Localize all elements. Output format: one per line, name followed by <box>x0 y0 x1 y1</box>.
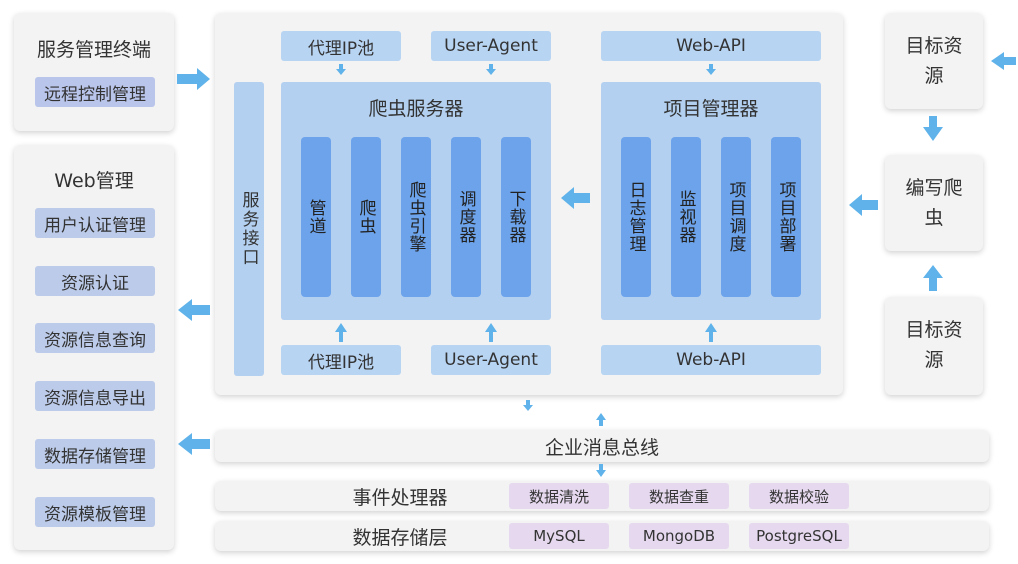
crawler-server-title: 爬虫服务器 <box>368 97 464 120</box>
project-manager-title: 项目管理器 <box>663 97 759 120</box>
module-monitor[interactable]: 监视器 <box>671 137 701 297</box>
web-item-template-manage[interactable]: 资源模板管理 <box>35 497 155 527</box>
target-resource-top-panel <box>885 13 983 109</box>
module-downloader[interactable]: 下载器 <box>501 137 531 297</box>
arrow-down-api-top <box>706 64 716 75</box>
top-proxy-ip-pool[interactable]: 代理IP池 <box>281 31 401 61</box>
web-item-storage-manage[interactable]: 数据存储管理 <box>35 439 155 469</box>
top-user-agent[interactable]: User-Agent <box>431 31 551 61</box>
top-web-api[interactable]: Web-API <box>601 31 821 61</box>
module-project-deploy[interactable]: 项目部署 <box>771 137 801 297</box>
event-item-dedupe[interactable]: 数据查重 <box>629 483 729 509</box>
module-project-schedule[interactable]: 项目调度 <box>721 137 751 297</box>
service-terminal-title: 服务管理终端 <box>36 38 151 61</box>
enterprise-bus-label: 企业消息总线 <box>544 436 659 459</box>
arrow-down-center-bus <box>523 400 533 411</box>
storage-layer-label: 数据存储层 <box>352 526 448 549</box>
arrow-up-target-write <box>923 265 943 291</box>
storage-item-mongodb[interactable]: MongoDB <box>629 523 729 549</box>
module-scheduler[interactable]: 调度器 <box>451 137 481 297</box>
web-item-resource-auth[interactable]: 资源认证 <box>35 266 155 296</box>
target-resource-bottom-panel <box>885 297 983 395</box>
bottom-user-agent[interactable]: User-Agent <box>431 345 551 375</box>
arrow-left-write-center <box>849 194 878 216</box>
arrow-right-terminal <box>177 68 210 90</box>
web-item-resource-export[interactable]: 资源信息导出 <box>35 381 155 411</box>
arrow-up-ua-bottom <box>485 323 497 342</box>
arrow-up-bus-center <box>596 413 606 426</box>
arrow-down-ua-top <box>486 64 496 75</box>
write-crawler-panel <box>885 155 983 251</box>
arrow-up-api-bottom <box>705 323 717 342</box>
arrow-left-web-lower <box>178 433 210 455</box>
arrow-up-proxy-bottom <box>335 323 347 342</box>
event-processor-label: 事件处理器 <box>352 486 448 509</box>
remote-control-chip[interactable]: 远程控制管理 <box>35 77 155 107</box>
target-resource-top-label: 目标资源 <box>905 35 963 87</box>
module-crawler-engine[interactable]: 爬虫引擎 <box>401 137 431 297</box>
target-resource-bottom-label: 目标资源 <box>905 319 963 371</box>
arrow-down-proxy-top <box>336 64 346 75</box>
event-item-validate[interactable]: 数据校验 <box>749 483 849 509</box>
storage-item-postgresql[interactable]: PostgreSQL <box>749 523 849 549</box>
arrow-down-target-write <box>923 116 943 141</box>
bottom-proxy-ip-pool[interactable]: 代理IP池 <box>281 345 401 375</box>
module-log-management[interactable]: 日志管理 <box>621 137 651 297</box>
arrow-left-web-upper <box>178 299 210 321</box>
service-interface-label: 服务接口 <box>238 191 259 267</box>
module-spider[interactable]: 爬虫 <box>351 137 381 297</box>
arrow-left-pm-crawler <box>561 187 590 209</box>
web-item-resource-query[interactable]: 资源信息查询 <box>35 323 155 353</box>
storage-item-mysql[interactable]: MySQL <box>509 523 609 549</box>
service-terminal-panel <box>14 13 174 131</box>
web-management-title: Web管理 <box>54 169 134 192</box>
write-crawler-label: 编写爬虫 <box>905 177 963 229</box>
enterprise-bus-panel <box>215 430 989 462</box>
web-item-user-auth[interactable]: 用户认证管理 <box>35 208 155 238</box>
module-pipeline[interactable]: 管道 <box>301 137 331 297</box>
arrow-down-bus-event <box>596 464 606 477</box>
event-item-clean[interactable]: 数据清洗 <box>509 483 609 509</box>
service-interface-bar[interactable] <box>234 82 264 376</box>
arrow-left-external <box>991 52 1016 70</box>
bottom-web-api[interactable]: Web-API <box>601 345 821 375</box>
